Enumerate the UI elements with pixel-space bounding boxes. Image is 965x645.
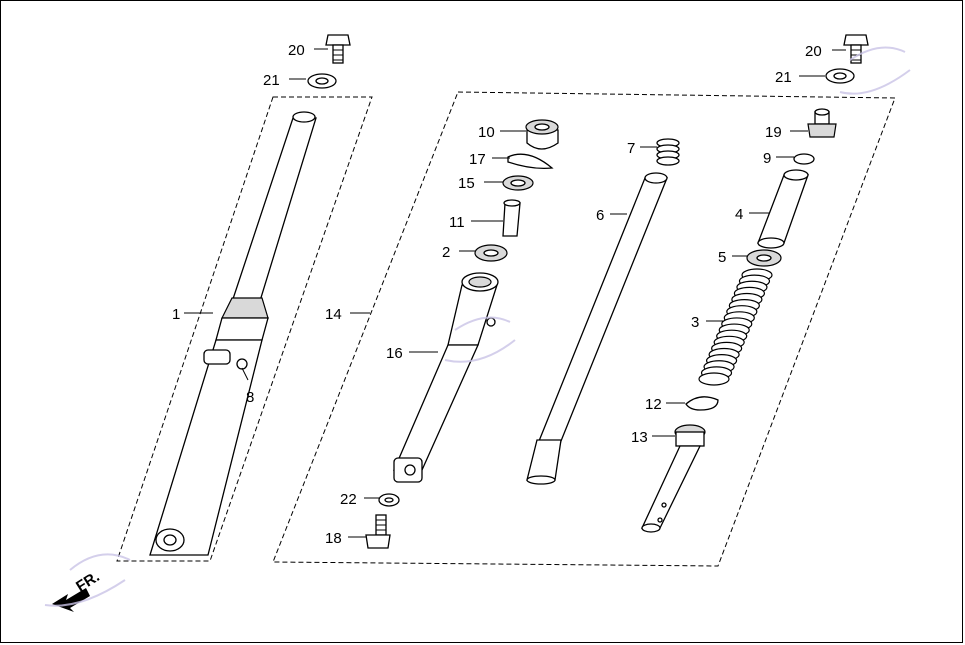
rebound-spring-part	[656, 138, 680, 166]
fork-leg-assembly-part	[149, 111, 317, 556]
callout-15: 15	[458, 175, 475, 192]
bolt-right-part	[843, 34, 869, 64]
callout-10: 10	[478, 124, 495, 141]
inner-tube-part	[526, 172, 668, 485]
fork-spring-part	[698, 268, 773, 386]
callout-21-right: 21	[775, 69, 792, 86]
callout-11: 11	[449, 214, 465, 231]
callout-19: 19	[765, 124, 782, 141]
damper-rod-part	[640, 424, 706, 533]
dust-seal-part	[525, 119, 559, 150]
bolt-left-part	[325, 34, 351, 64]
front-direction-label: FR.	[73, 568, 103, 595]
seat-washer-part	[474, 244, 508, 262]
leader-lines	[184, 48, 846, 538]
spring-seat-part	[746, 249, 782, 267]
stopper-ring-part	[507, 153, 554, 170]
callout-2: 2	[442, 244, 450, 261]
callout-7: 7	[627, 140, 635, 157]
circlip-part	[685, 396, 719, 411]
callout-14: 14	[325, 306, 342, 323]
watermark-logo-bottom-left-icon	[44, 553, 131, 607]
left-leg-outline	[116, 96, 373, 562]
callout-20-left: 20	[288, 42, 305, 59]
callout-5: 5	[718, 249, 726, 266]
bushing-part	[502, 199, 521, 237]
o-ring-part	[793, 153, 815, 165]
callout-21-left: 21	[263, 72, 280, 89]
callout-3: 3	[691, 314, 699, 331]
callout-4: 4	[735, 206, 743, 223]
washer-left-part	[307, 73, 337, 89]
watermark-logo-center-icon	[444, 316, 516, 363]
callout-1: 1	[172, 306, 180, 323]
callout-9: 9	[763, 150, 771, 167]
callout-16: 16	[386, 345, 403, 362]
callout-17: 17	[469, 151, 486, 168]
callout-12: 12	[645, 396, 662, 413]
spring-coil	[698, 372, 730, 386]
spacer-part	[757, 169, 809, 249]
washer-right-part	[825, 68, 855, 84]
drain-washer-part	[378, 493, 400, 507]
callout-6: 6	[596, 207, 604, 224]
socket-bolt-part	[365, 514, 391, 549]
watermark-logo-top-right-icon	[839, 46, 911, 95]
callout-8: 8	[246, 389, 254, 406]
callout-20-right: 20	[805, 43, 822, 60]
callout-13: 13	[631, 429, 648, 446]
fork-cap-part	[807, 108, 837, 138]
outer-tube-part	[393, 272, 499, 483]
oil-seal-part	[502, 175, 534, 191]
callout-22: 22	[340, 491, 357, 508]
callout-18: 18	[325, 530, 342, 547]
inner-assembly-outline	[272, 91, 896, 567]
